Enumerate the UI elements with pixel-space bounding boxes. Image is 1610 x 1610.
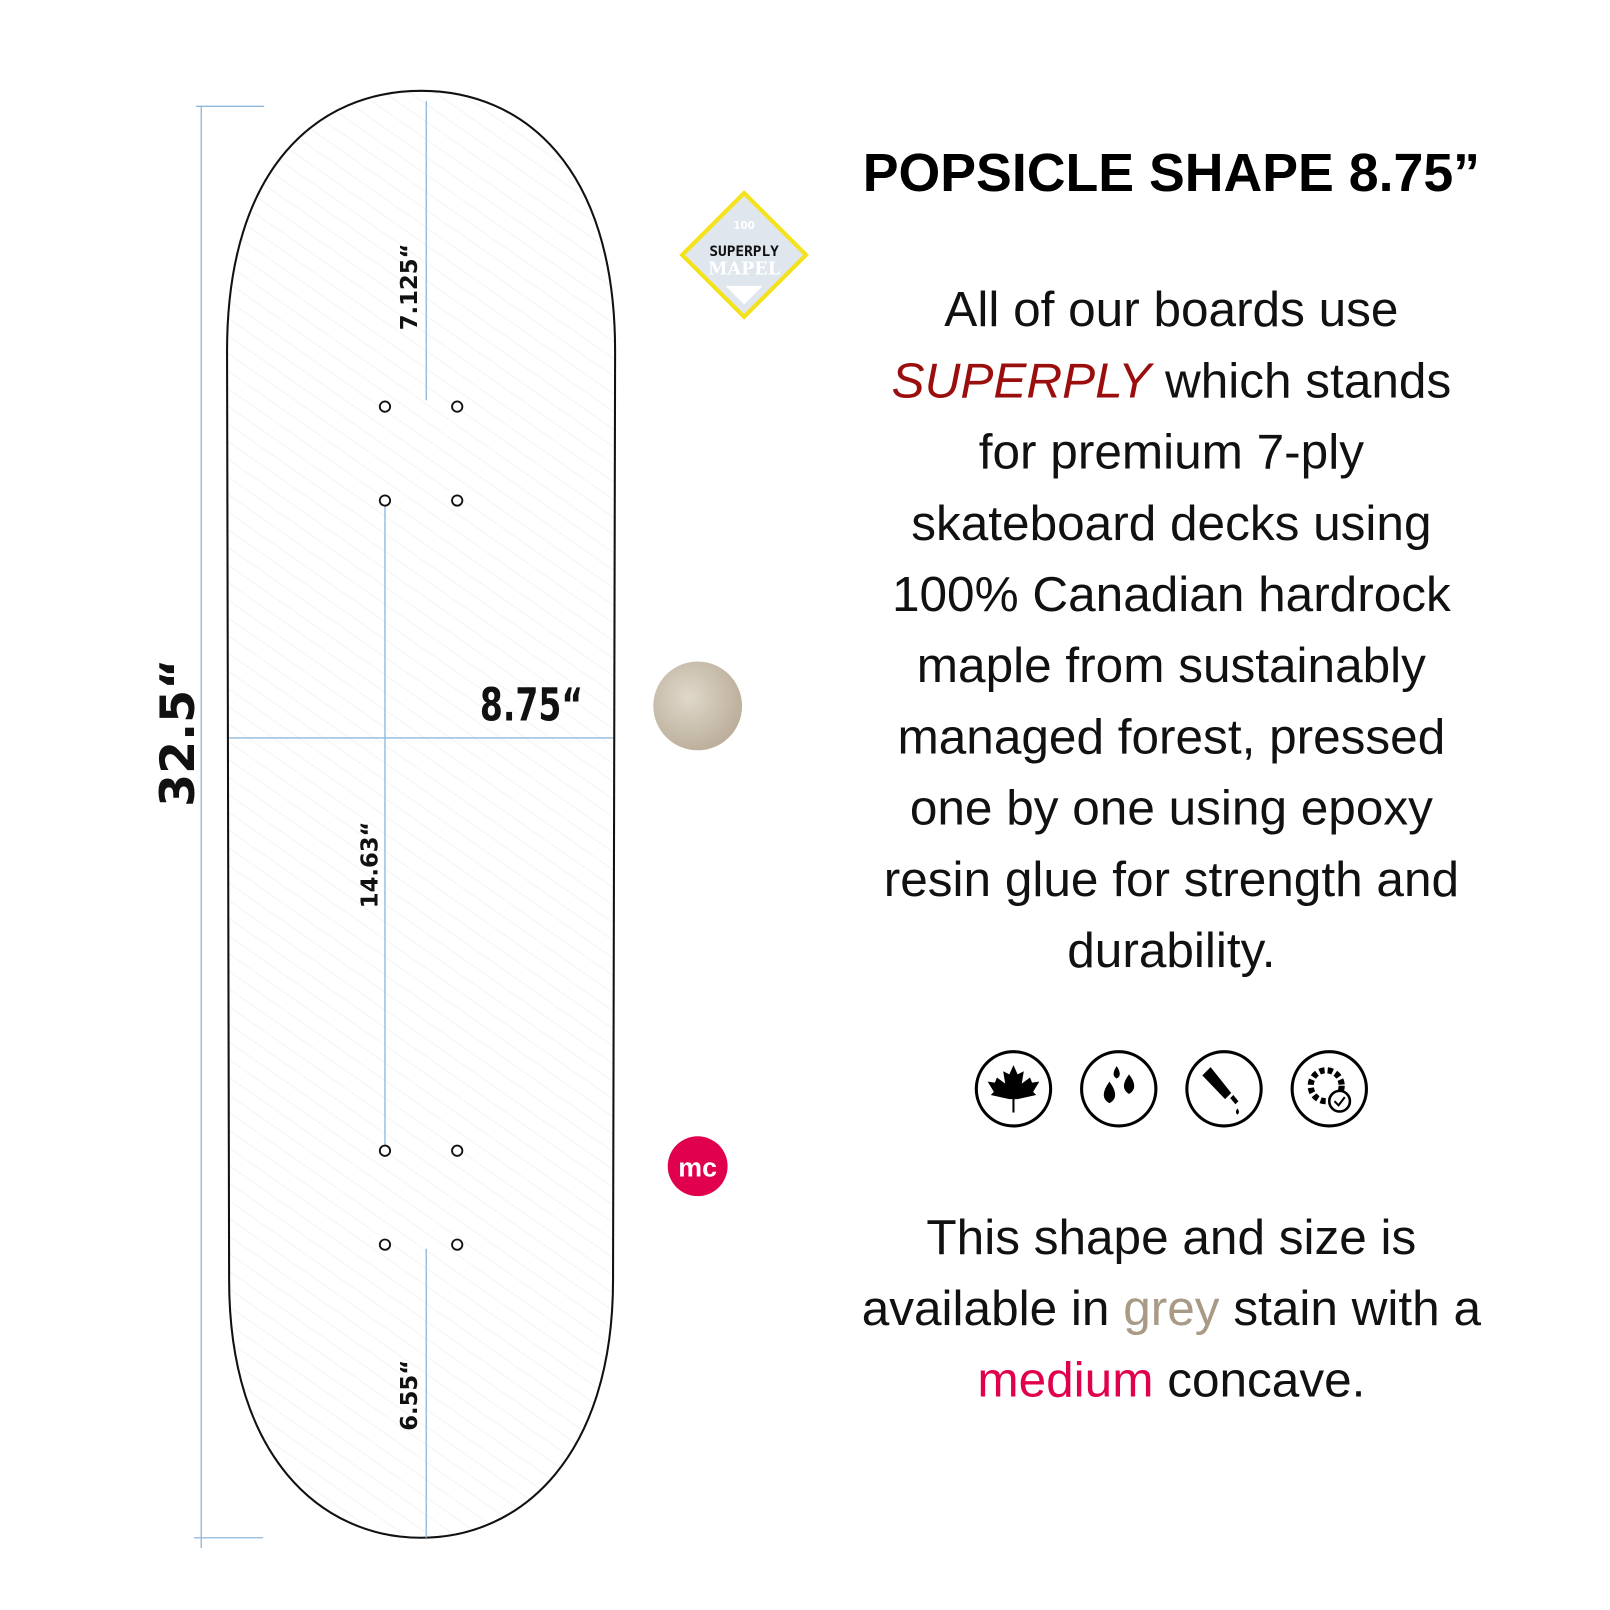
glue-tube-icon (1185, 1050, 1263, 1128)
icon-row (974, 1050, 1368, 1128)
description-line: skateboard decks using (911, 496, 1431, 551)
availability-text: This shape and size is available in grey… (862, 1210, 1482, 1407)
description-line: for premium 7-ply (979, 425, 1364, 480)
description-line: resin glue for strength and (884, 852, 1459, 907)
maple-leaf-icon (974, 1050, 1053, 1128)
wheelbase-label: 14.63“ (358, 822, 384, 909)
availability-line-3: medium concave. (977, 1352, 1365, 1407)
length-label: 32.5“ (151, 659, 206, 807)
description-line: All of our boards use (944, 282, 1398, 337)
description-line: durability. (1067, 923, 1275, 978)
truck-holes (378, 400, 464, 1251)
grey-stain-swatch (653, 661, 743, 751)
description-line: SUPERPLY which stands (892, 353, 1452, 408)
badge-line1: SUPERPLY (709, 244, 779, 260)
width-label: 8.75“ (480, 678, 583, 731)
superply-highlight: SUPERPLY (892, 353, 1155, 408)
concave-type: medium (977, 1352, 1153, 1407)
description-line: one by one using epoxy (910, 781, 1433, 836)
dimension-lines (194, 101, 614, 1549)
mc-logo: mc (667, 1136, 728, 1197)
badge-number: 100 (733, 220, 755, 232)
tail-length-label: 6.55“ (397, 1360, 423, 1431)
water-drops-icon (1080, 1050, 1158, 1128)
description-line: maple from sustainably (917, 638, 1426, 693)
page-title: POPSICLE SHAPE 8.75” (863, 143, 1480, 203)
stain-color: grey (1123, 1281, 1220, 1336)
nose-length-label: 7.125“ (397, 244, 423, 331)
quality-seal-icon (1290, 1050, 1368, 1128)
svg-text:mc: mc (678, 1153, 717, 1183)
deck-outline (226, 89, 617, 1539)
superply-mapel-badge: 100 SUPERPLY MAPEL (679, 190, 809, 320)
availability-line-1: This shape and size is (926, 1210, 1416, 1265)
availability-line-2: available in grey stain with a (862, 1281, 1482, 1336)
badge-line2: MAPEL (708, 260, 780, 280)
description-line: managed forest, pressed (898, 709, 1446, 764)
description-line: 100% Canadian hardrock (892, 567, 1451, 622)
